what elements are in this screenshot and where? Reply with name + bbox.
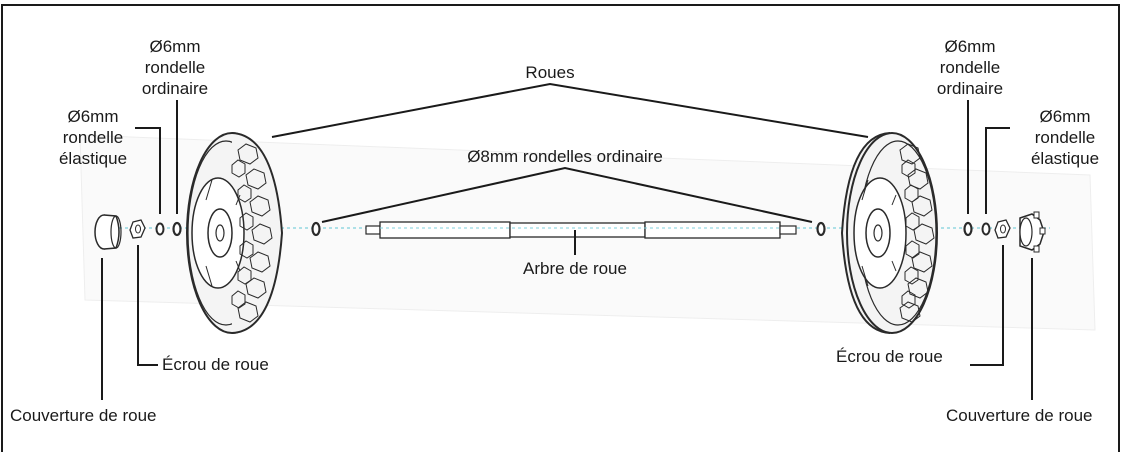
label-line: rondelle: [62, 128, 124, 147]
plain-washer-6mm-right: [963, 221, 973, 237]
wheel-nut-right: [994, 219, 1011, 239]
label-line: rondelle: [939, 58, 1001, 77]
leader-nut-right: [970, 245, 1004, 366]
leader-washer-spring-right: [985, 127, 1010, 214]
label-line: Ø6mm: [67, 107, 119, 126]
label-line: Ø6mm: [944, 37, 996, 56]
label-washer-6mm-plain-right: Ø6mm rondelle ordinaire: [920, 36, 1020, 99]
label-line: rondelle: [144, 58, 206, 77]
leader-wheels: [271, 82, 869, 138]
label-line: ordinaire: [936, 79, 1004, 98]
spring-washer-6mm-right: [981, 222, 991, 236]
label-line: élastique: [1030, 149, 1100, 168]
label-nut-right: Écrou de roue: [836, 347, 943, 366]
leader-washer-spring-left: [135, 127, 161, 214]
label-washer-6mm-plain-left: Ø6mm rondelle ordinaire: [130, 36, 220, 99]
label-cover-left: Couverture de roue: [10, 406, 157, 425]
leader-lines: [101, 82, 1033, 400]
label-washer-6mm-spring-left: Ø6mm rondelle élastique: [48, 106, 138, 169]
spring-washer-6mm-left: [155, 222, 165, 236]
plain-washer-6mm-left: [172, 221, 182, 237]
wheel-axle: [365, 221, 797, 239]
label-line: Ø6mm: [1039, 107, 1091, 126]
plain-washer-8mm-left: [311, 221, 321, 237]
label-line: ordinaire: [141, 79, 209, 98]
plain-washer-8mm-right: [816, 221, 826, 237]
wheel-cover-left: [94, 214, 122, 250]
leader-washers-8mm: [321, 166, 813, 223]
label-cover-right: Couverture de roue: [946, 406, 1093, 425]
label-nut-left: Écrou de roue: [162, 355, 269, 374]
wheel-cover-right: [1019, 211, 1046, 253]
label-washer-6mm-spring-right: Ø6mm rondelle élastique: [1015, 106, 1115, 169]
leader-nut-left: [137, 245, 158, 366]
diagram-frame: [1, 4, 1120, 452]
label-axle: Arbre de roue: [523, 259, 627, 278]
label-wheels: Roues: [525, 63, 575, 82]
label-line: Ø6mm: [149, 37, 201, 56]
wheel-nut-left: [129, 219, 146, 239]
label-line: rondelle: [1034, 128, 1096, 147]
label-line: élastique: [58, 149, 128, 168]
label-washers-8mm: Ø8mm rondelles ordinaire: [467, 147, 663, 166]
wheel-right: [840, 132, 938, 334]
wheel-left: [186, 132, 284, 334]
